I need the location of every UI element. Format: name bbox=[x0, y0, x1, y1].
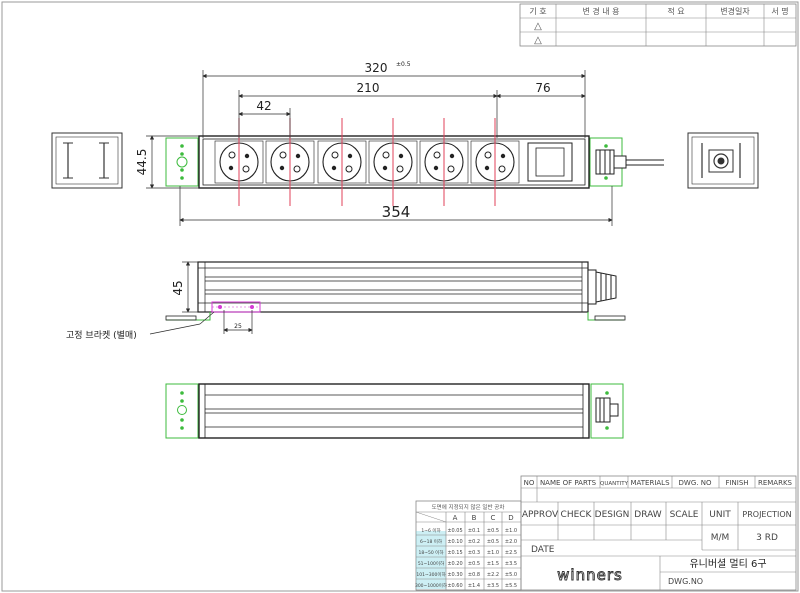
top-dimensions bbox=[146, 70, 613, 226]
tol-col-d: D bbox=[508, 514, 513, 522]
dim-320-tol: ±0.5 bbox=[396, 61, 411, 68]
tb-title: 유니버셜 멀티 6구 bbox=[689, 557, 766, 570]
tb-unit: UNIT bbox=[709, 510, 731, 520]
right-end-view bbox=[687, 132, 759, 189]
power-strip-side-view bbox=[165, 261, 626, 321]
power-strip-top-view bbox=[165, 118, 664, 206]
tol-value: ±0.60 bbox=[447, 583, 462, 589]
dim-76: 76 bbox=[535, 81, 550, 95]
tol-value: ±0.30 bbox=[447, 572, 462, 578]
tol-col-b: B bbox=[472, 514, 477, 522]
tol-value: ±0.10 bbox=[447, 539, 462, 545]
tol-value: ±0.2 bbox=[468, 539, 480, 545]
th-no: NO bbox=[524, 479, 535, 487]
tol-value: ±0.3 bbox=[468, 550, 480, 556]
dim-45: 45 bbox=[171, 280, 185, 295]
th-dwgno: DWG. NO bbox=[679, 479, 712, 487]
tb-unit-value: M/M bbox=[711, 533, 730, 543]
rev-header-content: 변 경 내 용 bbox=[582, 6, 619, 16]
tol-value: ±5.0 bbox=[505, 572, 517, 578]
tol-range-2: 6~18 이하 bbox=[420, 538, 443, 545]
tol-value: ±1.5 bbox=[487, 561, 499, 567]
tb-check: CHECK bbox=[561, 510, 593, 520]
socket-3 bbox=[317, 118, 367, 206]
socket-4 bbox=[368, 118, 418, 206]
side-bracket bbox=[166, 312, 624, 321]
company-logo: winners bbox=[557, 566, 623, 584]
cord-gland bbox=[595, 149, 627, 175]
tol-range-6: 300~1000이하 bbox=[415, 582, 448, 589]
dim-210: 210 bbox=[357, 81, 380, 95]
rev-header-sign: 서 명 bbox=[771, 6, 788, 16]
tol-value: ±0.5 bbox=[468, 561, 480, 567]
left-bracket bbox=[165, 137, 199, 187]
tol-value: ±0.5 bbox=[487, 528, 499, 534]
tb-approv: APPROV bbox=[522, 510, 559, 520]
tb-projection: PROJECTION bbox=[742, 510, 791, 519]
bracket-label: 고정 브라켓 (별매) bbox=[66, 330, 137, 341]
tol-value: ±1.0 bbox=[487, 550, 499, 556]
tol-value: ±2.2 bbox=[487, 572, 499, 578]
tb-design: DESIGN bbox=[595, 510, 630, 520]
tol-range-3: 18~50 이하 bbox=[419, 549, 445, 556]
tol-range-1: 1~6 이하 bbox=[421, 527, 441, 534]
rev-header-remark: 적 요 bbox=[667, 6, 684, 16]
rev-header-date: 변경일자 bbox=[720, 6, 750, 16]
rev-header-symbol: 기 호 bbox=[529, 7, 546, 16]
tol-col-a: A bbox=[453, 514, 458, 522]
th-qty: QUANTITY bbox=[600, 481, 629, 487]
tol-value: ±3.5 bbox=[487, 583, 499, 589]
th-name: NAME OF PARTS bbox=[540, 479, 597, 487]
tol-value: ±3.5 bbox=[505, 561, 517, 567]
tol-col-c: C bbox=[491, 514, 496, 522]
tol-value: ±0.8 bbox=[468, 572, 480, 578]
revision-table: 기 호 변 경 내 용 적 요 변경일자 서 명 △ △ bbox=[519, 3, 797, 47]
socket-group bbox=[214, 118, 520, 206]
dim-44-5: 44.5 bbox=[135, 149, 149, 176]
tol-value: ±0.1 bbox=[468, 528, 480, 534]
th-finish: FINISH bbox=[725, 479, 748, 487]
tol-range-4: 51~100이하 bbox=[418, 560, 445, 567]
tolerance-table: 도면에 지정되지 않은 일반 공차 A B C D 1~6 이하 ±0.05 ±0.… bbox=[415, 500, 522, 591]
tb-date: DATE bbox=[531, 545, 555, 555]
tb-scale: SCALE bbox=[670, 510, 699, 520]
dim-354: 354 bbox=[382, 203, 411, 221]
side-dimensions bbox=[149, 261, 253, 335]
tol-title: 도면에 지정되지 않은 일반 공차 bbox=[432, 503, 505, 511]
tol-value: ±0.05 bbox=[447, 528, 462, 534]
tol-range-5: 101~300이하 bbox=[416, 571, 446, 578]
tol-value: ±5.5 bbox=[505, 583, 517, 589]
dim-25: 25 bbox=[234, 323, 242, 330]
dim-320: 320 bbox=[365, 61, 388, 75]
socket-6 bbox=[470, 118, 520, 206]
rev-symbol-2: △ bbox=[534, 35, 542, 46]
left-end-view bbox=[51, 132, 123, 189]
tol-value: ±2.0 bbox=[505, 539, 517, 545]
dim-42: 42 bbox=[256, 99, 271, 113]
rev-symbol-1: △ bbox=[534, 21, 542, 32]
tb-dwg-no: DWG.NO bbox=[668, 577, 703, 586]
socket-5 bbox=[419, 118, 469, 206]
tol-value: ±1.0 bbox=[505, 528, 517, 534]
th-materials: MATERIALS bbox=[630, 479, 670, 487]
tb-draw: DRAW bbox=[634, 510, 661, 520]
tol-value: ±1.4 bbox=[468, 583, 480, 589]
th-remarks: REMARKS bbox=[758, 479, 793, 487]
tol-value: ±0.15 bbox=[447, 550, 462, 556]
power-strip-bottom-view bbox=[165, 383, 624, 439]
tb-projection-value: 3 RD bbox=[756, 533, 778, 543]
title-block: NO NAME OF PARTS QUANTITY MATERIALS DWG.… bbox=[520, 475, 797, 591]
tol-value: ±0.20 bbox=[447, 561, 462, 567]
socket-1 bbox=[214, 118, 264, 206]
tol-value: ±2.5 bbox=[505, 550, 517, 556]
tol-value: ±0.5 bbox=[487, 539, 499, 545]
